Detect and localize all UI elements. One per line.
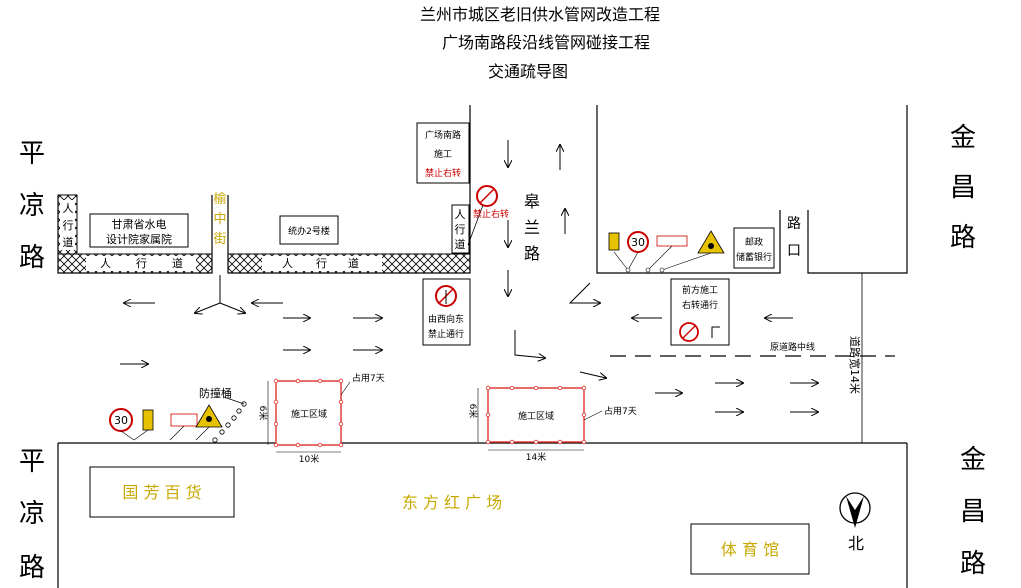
building-gansu [89, 213, 189, 248]
work-zone-2 [477, 385, 603, 451]
no-entry-icon [435, 285, 457, 307]
building-dongfanghong-label: 东 方 红 广 场 [402, 493, 502, 512]
building-post-line1: 邮政 [745, 236, 763, 248]
sign-cluster-top-right [608, 230, 725, 273]
road-yuzhong-3: 街 [213, 232, 226, 247]
title-line-2: 广场南路段沿线管网碰接工程 [442, 33, 650, 52]
road-pingliang-bot-1: 平 [19, 447, 45, 477]
sidewalk-h-3: 道 [172, 256, 183, 270]
work-zone-1-depth: 6米 [257, 406, 269, 421]
work-zone-1-occupy: 占用7天 [352, 372, 385, 384]
sidewalk-h2-3: 道 [348, 256, 359, 270]
road-lukou-1: 路 [787, 216, 801, 232]
building-tiyuguan [690, 523, 810, 575]
work-zone-2-occupy: 占用7天 [604, 405, 637, 417]
barrels [212, 396, 247, 443]
building-tongban [279, 215, 339, 245]
no-right-turn-label: 禁止右转 [473, 208, 509, 220]
building-post [733, 227, 775, 269]
work-zone-1-label: 施工区域 [291, 408, 327, 420]
sidewalk-h-2: 行 [136, 257, 147, 270]
sign-board1-line2: 施工 [434, 148, 452, 160]
sidewalk-h2-1: 人 [282, 257, 293, 270]
sidewalk-v2-1: 人 [455, 208, 466, 221]
title-line-3: 交通疏导图 [488, 62, 568, 81]
building-guofang-label: 国 芳 百 货 [122, 483, 201, 502]
sidewalk-h2-2: 行 [316, 257, 327, 270]
traffic-arrows [120, 140, 818, 412]
sign-board-guangchang [416, 122, 470, 184]
sidewalk-v2-2: 行 [455, 223, 466, 236]
north-label: 北 [848, 534, 864, 553]
sign-board1-line3: 禁止右转 [425, 167, 461, 179]
sidewalk-v-2: 行 [63, 219, 74, 232]
road-pingliang-bot-3: 路 [19, 553, 45, 583]
building-post-line2: 储蓄银行 [736, 251, 772, 263]
barrel-label: 防撞桶 [199, 386, 232, 400]
road-jinchang-top-1: 金 [950, 123, 976, 153]
road-gaolan-2: 兰 [524, 218, 540, 237]
sidewalk-v-3: 道 [63, 235, 74, 249]
road-yuzhong-2: 中 [213, 212, 226, 227]
sign-board1-line1: 广场南路 [425, 129, 461, 141]
sign-board3-line1: 前方施工 [682, 284, 718, 296]
sign-board2-line2: 禁止通行 [428, 328, 464, 340]
sign-board3-line2: 右转通行 [682, 299, 718, 311]
right-turn-arrow-icon [711, 326, 720, 338]
road-jinchang-bot-3: 路 [960, 549, 986, 579]
sidewalk-v-1: 人 [63, 202, 74, 215]
road-gaolan-1: 皋 [524, 192, 540, 211]
no-left-turn-icon [679, 322, 699, 342]
road-jinchang-top-3: 路 [950, 223, 976, 253]
work-zone-1 [267, 378, 351, 453]
building-guofang [89, 466, 235, 518]
junction-arrow [195, 275, 245, 313]
building-gansu-line1: 甘肃省水电 [112, 218, 167, 231]
building-tiyuguan-label: 体 育 馆 [721, 540, 779, 559]
road-lukou-2: 口 [787, 243, 801, 259]
road-pingliang-top-3: 路 [19, 243, 45, 273]
speed-limit-bottom: 30 [114, 414, 128, 427]
no-right-turn-sign [467, 185, 498, 246]
speed-limit-top: 30 [631, 236, 645, 249]
sign-cluster-bottom-left [109, 404, 223, 441]
title-line-1: 兰州市城区老旧供水管网改造工程 [420, 5, 660, 24]
road-gaolan-3: 路 [524, 244, 540, 263]
work-zone-2-depth: 6米 [467, 404, 479, 419]
north-arrow-icon [839, 492, 871, 528]
work-zone-2-label: 施工区域 [518, 410, 554, 422]
centerline-label: 原道路中线 [770, 341, 815, 353]
work-zone-2-width: 14米 [526, 451, 546, 463]
road-jinchang-bot-2: 昌 [960, 497, 986, 527]
sidewalk-v2-3: 道 [455, 237, 466, 251]
road-pingliang-bot-2: 凉 [19, 499, 45, 529]
road-width-label: 道路宽14米 [848, 336, 862, 394]
work-zone-1-width: 10米 [299, 453, 319, 465]
sign-board2-line1: 由西向东 [428, 313, 464, 325]
road-pingliang-top-1: 平 [19, 139, 45, 169]
building-gansu-line2: 设计院家属院 [106, 232, 172, 246]
building-tongban-label: 统办2号楼 [288, 225, 330, 237]
road-jinchang-top-2: 昌 [950, 173, 976, 203]
road-pingliang-top-2: 凉 [19, 191, 45, 221]
sidewalk-h-1: 人 [100, 257, 111, 270]
road-jinchang-bot-1: 金 [960, 445, 986, 475]
road-yuzhong-1: 榆 [213, 192, 226, 207]
